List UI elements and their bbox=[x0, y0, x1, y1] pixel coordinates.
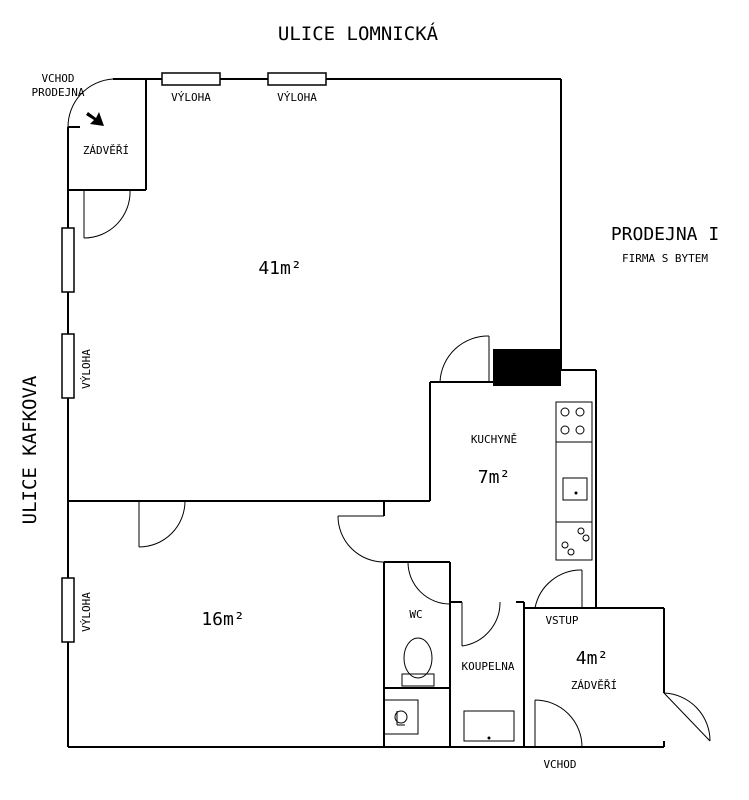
window-label: VÝLOHA bbox=[171, 91, 211, 104]
plan-title: PRODEJNA I bbox=[611, 224, 719, 245]
kitchen-label: KUCHYNĚ bbox=[471, 433, 517, 446]
plan-subtitle: FIRMA S BYTEM bbox=[622, 252, 708, 265]
sink-icon bbox=[463, 710, 515, 742]
room-area-label: 16m² bbox=[201, 609, 244, 630]
street-left-label: ULICE KAFKOVA bbox=[19, 375, 41, 524]
windows bbox=[61, 72, 327, 643]
bathroom-label: KOUPELNA bbox=[462, 660, 515, 673]
doors bbox=[67, 78, 711, 748]
bottom-entrance-label: VCHOD bbox=[543, 758, 576, 771]
vestibule-top-label: ZÁDVĚŘÍ bbox=[83, 144, 129, 157]
shop-entrance-label-2: PRODEJNA bbox=[32, 86, 85, 99]
window-label: VÝLOHA bbox=[80, 592, 93, 632]
main-area-label: 41m² bbox=[258, 258, 301, 279]
entry-label: VSTUP bbox=[545, 614, 578, 627]
shower-icon bbox=[383, 699, 419, 735]
street-top-label: ULICE LOMNICKÁ bbox=[278, 22, 439, 45]
vestibule-area-label: 4m² bbox=[576, 648, 609, 669]
vestibule-bottom-label: ZÁDVĚŘÍ bbox=[571, 679, 617, 692]
window-label: VÝLOHA bbox=[277, 91, 317, 104]
kitchen-area-label: 7m² bbox=[478, 467, 511, 488]
chimney-block bbox=[493, 349, 561, 386]
wc-label: WC bbox=[409, 608, 422, 621]
window-label: VÝLOHA bbox=[80, 349, 93, 389]
walls bbox=[67, 78, 665, 748]
toilet-icon bbox=[401, 637, 435, 687]
kitchen-counter bbox=[555, 401, 593, 561]
shop-entrance-label-1: VCHOD bbox=[41, 72, 74, 85]
entrance-arrow-icon bbox=[86, 112, 104, 126]
